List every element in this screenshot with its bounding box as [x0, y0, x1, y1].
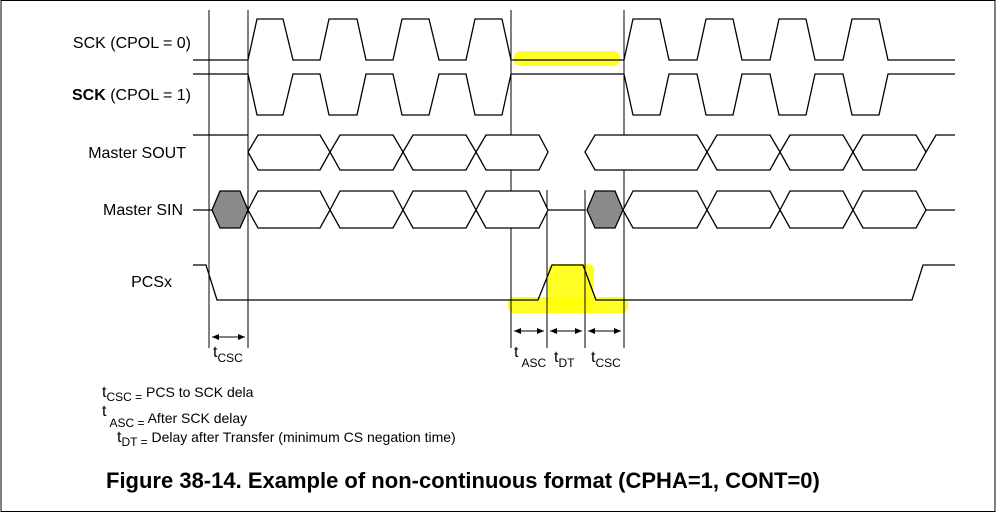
label-sck-cpol1-bold: SCK — [72, 87, 106, 104]
timing-guides — [208, 10, 625, 348]
label-sck-cpol0: SCK (CPOL = 0) — [73, 35, 191, 52]
legend-t-csc: tCSC = PCS to SCK dela — [102, 384, 254, 404]
arrow-t-asc — [514, 328, 544, 334]
sck-cpol0-waveform — [193, 18, 955, 61]
label-sck-cpol1-rest: (CPOL = 1) — [106, 87, 191, 104]
arrow-t-csc-2 — [588, 328, 621, 334]
timing-label-t-csc-2: tCSC — [591, 349, 621, 370]
pcsx-waveform — [193, 264, 955, 301]
master-sin-waveform — [193, 190, 955, 229]
highlight-sck-idle — [514, 51, 620, 66]
label-sck-cpol1: SCK (CPOL = 1) — [72, 87, 191, 104]
arrow-t-dt — [550, 328, 582, 334]
arrow-t-csc-1 — [212, 334, 245, 340]
sck-cpol1-waveform — [193, 73, 955, 116]
timing-arrows — [212, 328, 621, 340]
highlight-pcs-high — [548, 264, 594, 312]
legend-t-dt: tDT = Delay after Transfer (minimum CS n… — [117, 429, 456, 449]
figure-border — [0, 0, 996, 512]
signal-labels: SCK (CPOL = 0) SCK (CPOL = 1) Master SOU… — [72, 35, 191, 291]
timing-labels: tCSC tASC tDT tCSC — [213, 344, 621, 370]
timing-label-t-asc: tASC — [514, 344, 546, 370]
label-pcsx: PCSx — [131, 274, 172, 291]
highlight-marks — [508, 51, 628, 313]
timing-label-t-csc-1: tCSC — [213, 344, 243, 365]
legend-t-asc: tASC = After SCK delay — [102, 403, 247, 430]
figure-caption: Figure 38-14. Example of non-continuous … — [106, 468, 820, 493]
timing-label-t-dt: tDT — [554, 349, 575, 370]
legend: tCSC = PCS to SCK dela tASC = After SCK … — [102, 384, 456, 449]
label-master-sin: Master SIN — [103, 202, 183, 219]
master-sout-waveform — [193, 134, 955, 171]
label-master-sout: Master SOUT — [88, 145, 186, 162]
